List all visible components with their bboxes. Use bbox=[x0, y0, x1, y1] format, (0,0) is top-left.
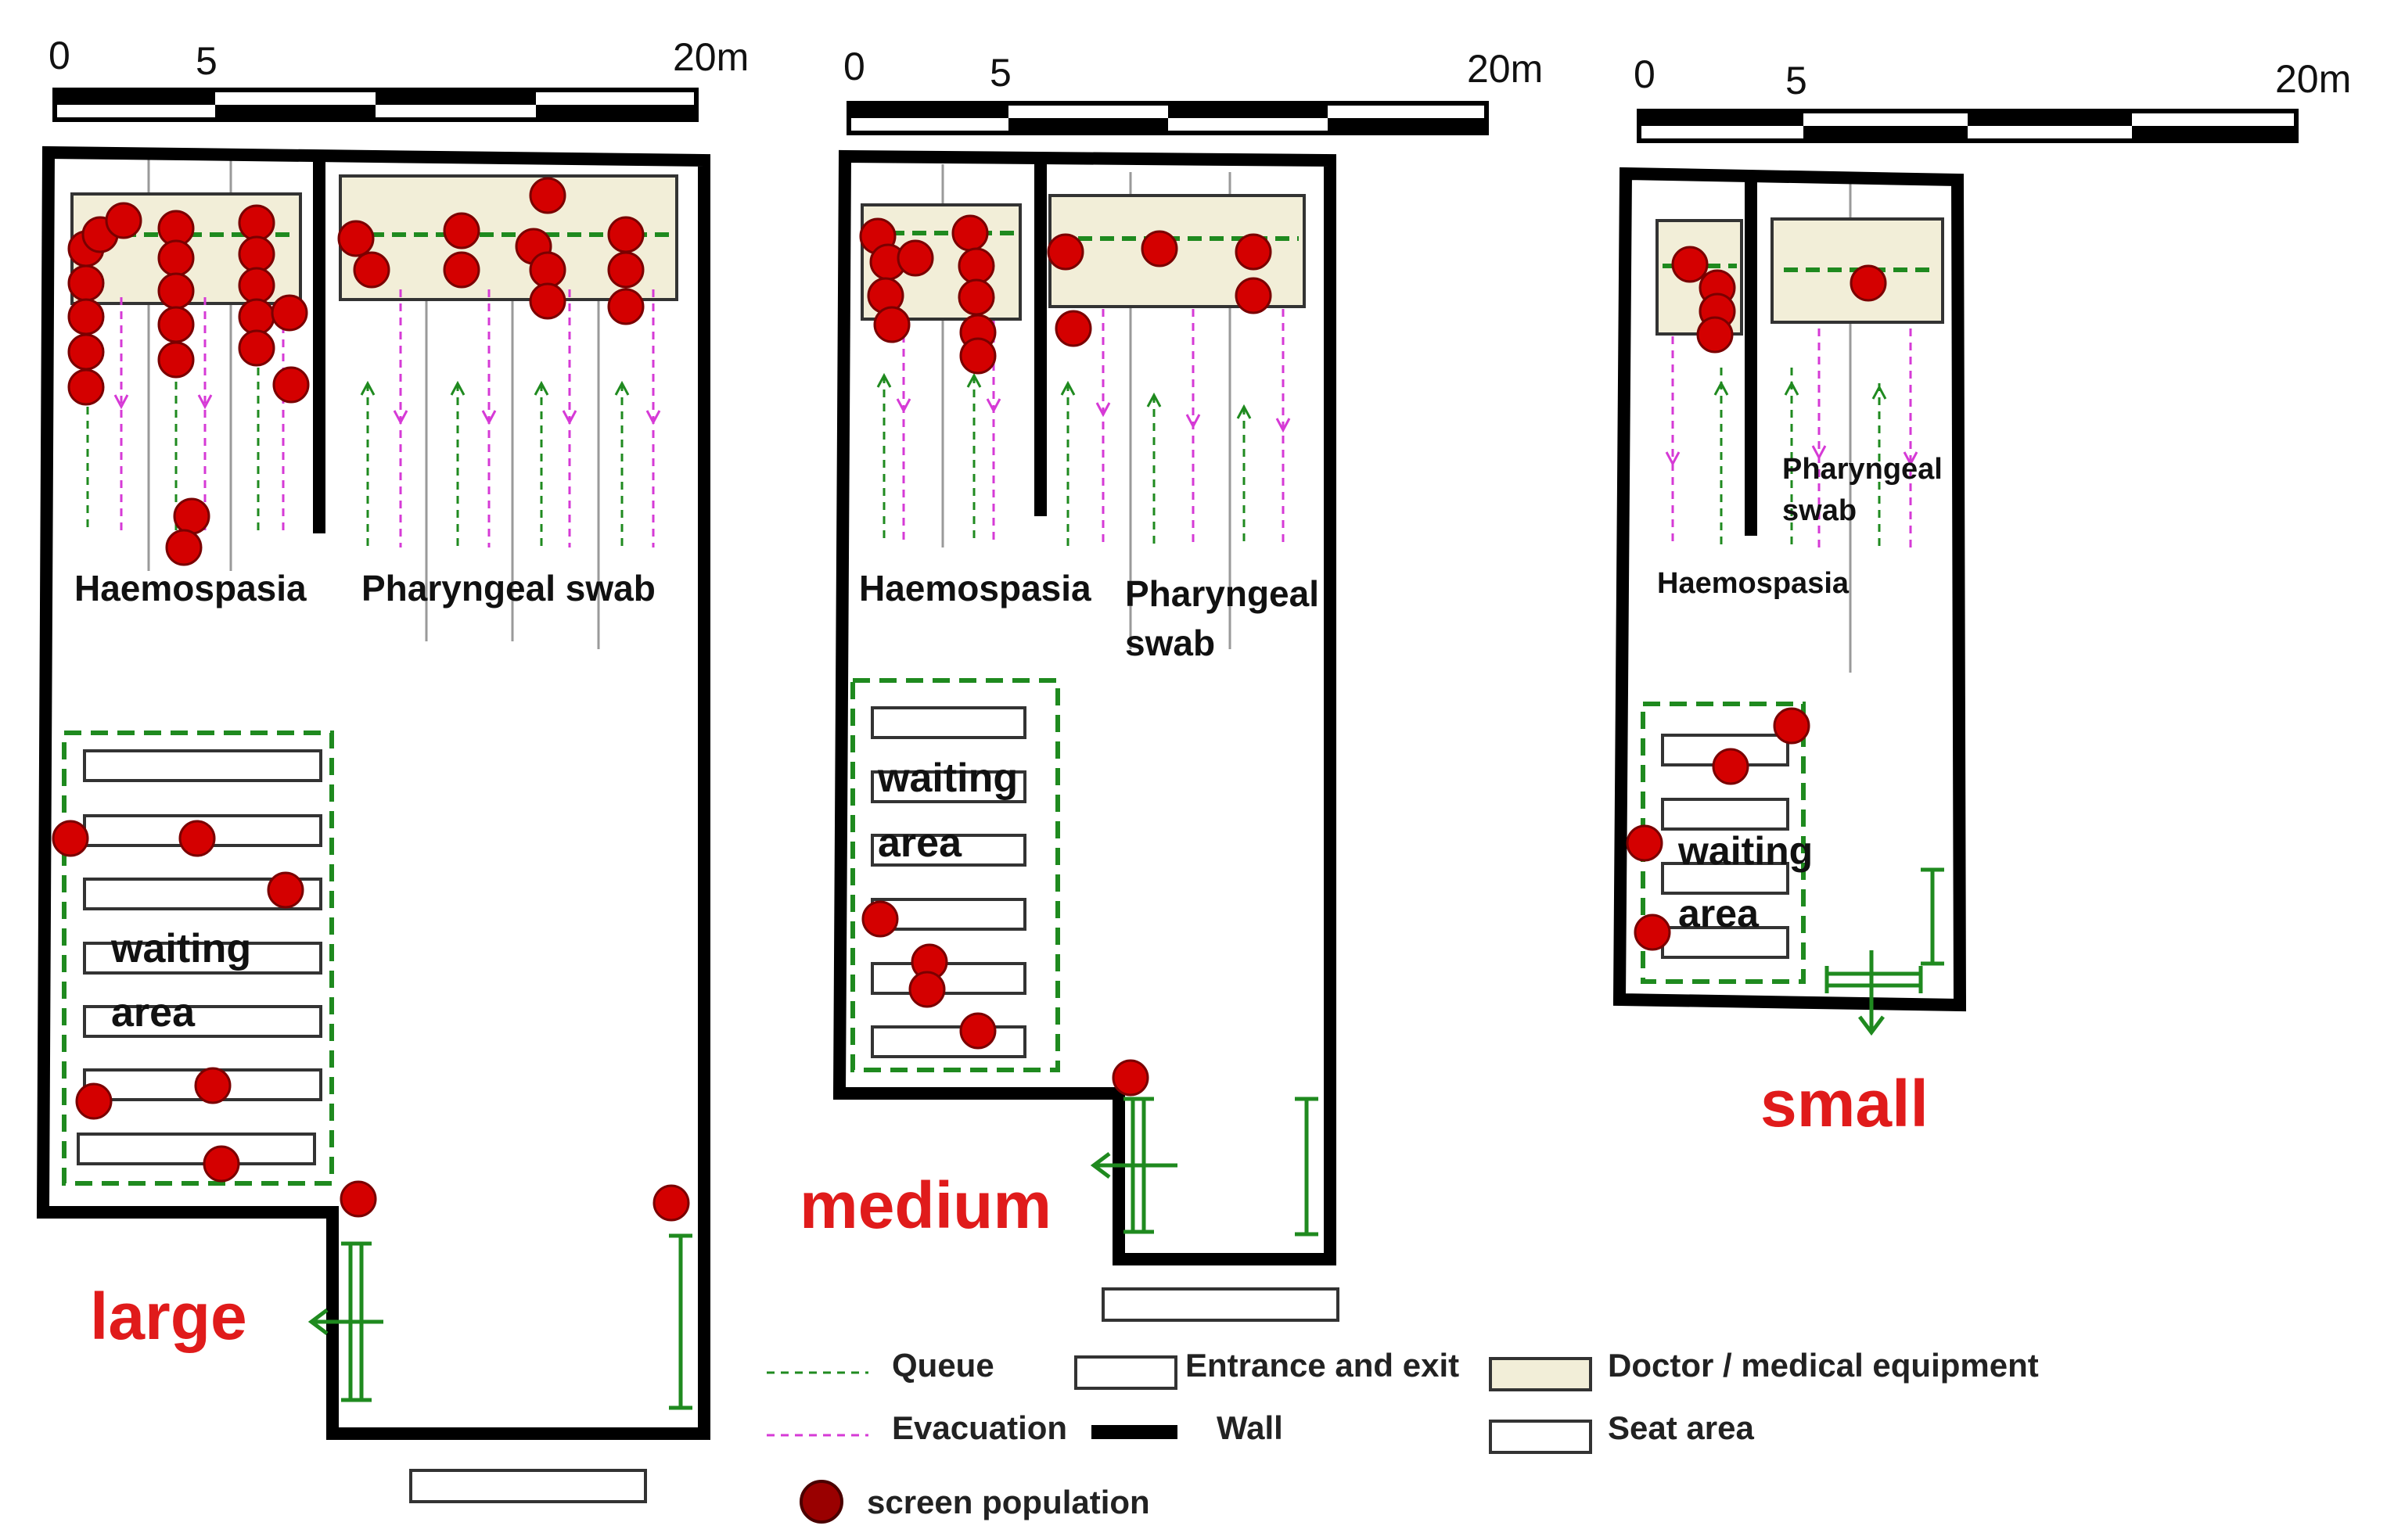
layout-large: waiting area Haemospasia Pharyngeal swab… bbox=[36, 145, 710, 1503]
exit-marker-left bbox=[1090, 1097, 1177, 1234]
size-label-large: large bbox=[90, 1280, 247, 1353]
legend-label: Entrance and exit bbox=[1185, 1347, 1459, 1384]
scale-bar-start-label: 0 bbox=[843, 45, 865, 88]
legend-item-wall: Wall bbox=[1091, 1409, 1283, 1446]
scale-bar-mid-label: 5 bbox=[990, 51, 1012, 95]
people-large bbox=[52, 177, 690, 1222]
room-label-pharyngeal-swab: Pharyngeal swab bbox=[361, 568, 656, 608]
evacuation-lines bbox=[902, 309, 1285, 547]
waiting-area-label: area bbox=[1678, 892, 1760, 935]
legend-label: Wall bbox=[1217, 1409, 1283, 1446]
room-label-pharyngeal-swab: swab bbox=[1125, 623, 1215, 663]
legend-label: Doctor / medical equipment bbox=[1608, 1347, 2039, 1384]
exit-marker-right bbox=[1921, 867, 1944, 966]
seat-rows bbox=[871, 706, 1026, 1058]
legend-label: Evacuation bbox=[892, 1409, 1067, 1446]
evacuation-arrows bbox=[1665, 445, 1918, 467]
evacuation-lines bbox=[1671, 328, 1912, 547]
exit-marker-bottom bbox=[1824, 950, 1923, 1036]
scale-bar-medium: 0 5 20m bbox=[843, 45, 1543, 135]
waiting-area-label: waiting bbox=[877, 756, 1018, 801]
waiting-area-boundary bbox=[1641, 702, 1806, 984]
scale-bar-end-label: 20m bbox=[673, 35, 749, 79]
waiting-area-boundary bbox=[62, 731, 334, 1186]
scale-bar-end-label: 20m bbox=[1467, 47, 1543, 91]
queue-arrows bbox=[360, 380, 630, 396]
queue-arrows bbox=[1713, 380, 1887, 400]
entrance-exit-box bbox=[409, 1469, 647, 1503]
queue-lines bbox=[1720, 368, 1881, 547]
wall-outline bbox=[1612, 167, 1967, 1012]
scale-bar-start-label: 0 bbox=[49, 34, 70, 77]
waiting-area-boundary bbox=[850, 678, 1060, 1072]
person-icon bbox=[800, 1480, 843, 1524]
scale-bar-start-label: 0 bbox=[1634, 52, 1655, 96]
layout-small: waiting area Haemospasia Pharyngeal swab… bbox=[1612, 167, 1967, 1140]
room-label-haemospasia: Haemospasia bbox=[74, 568, 307, 608]
size-label-medium: medium bbox=[800, 1168, 1052, 1242]
legend-item-population: screen population bbox=[800, 1480, 1150, 1524]
room-label-pharyngeal-swab: swab bbox=[1782, 494, 1857, 527]
people-small bbox=[1626, 246, 1887, 951]
layout-medium: waiting area Haemospasia Pharyngeal swab… bbox=[800, 149, 1339, 1322]
scale-bar-large: 0 5 20m bbox=[49, 34, 749, 122]
scale-bar-end-label: 20m bbox=[2275, 57, 2351, 101]
legend-label: Queue bbox=[892, 1347, 994, 1384]
queue-lines bbox=[86, 368, 624, 547]
wall-outline bbox=[832, 149, 1336, 1265]
scale-bar-mid-label: 5 bbox=[196, 39, 217, 83]
size-label-small: small bbox=[1760, 1067, 1929, 1140]
evacuation-arrows bbox=[113, 394, 661, 425]
people-medium bbox=[859, 214, 1272, 1097]
exit-marker-right bbox=[669, 1233, 692, 1410]
legend-label: Seat area bbox=[1608, 1409, 1754, 1446]
room-label-pharyngeal-swab: Pharyngeal bbox=[1125, 573, 1319, 614]
entrance-exit-box bbox=[1102, 1287, 1339, 1322]
waiting-area-label: waiting bbox=[1677, 829, 1813, 873]
evacuation-arrows bbox=[896, 398, 1291, 433]
legend-item-evacuation: Evacuation bbox=[767, 1409, 1067, 1446]
waiting-area-label: area bbox=[878, 820, 962, 866]
legend-item-seat: Seat area bbox=[1489, 1409, 1754, 1454]
legend: Queue Evacuation Entrance and exit Wall … bbox=[767, 1347, 2039, 1524]
exit-marker-left bbox=[307, 1241, 383, 1402]
scale-bar-small: 0 5 20m bbox=[1634, 52, 2351, 143]
room-label-haemospasia: Haemospasia bbox=[1657, 567, 1850, 600]
queue-arrows bbox=[876, 372, 1252, 419]
queue-lines bbox=[883, 375, 1246, 547]
legend-item-queue: Queue bbox=[767, 1347, 994, 1384]
room-label-pharyngeal-swab: Pharyngeal bbox=[1782, 453, 1943, 486]
room-label-haemospasia: Haemospasia bbox=[859, 568, 1091, 608]
waiting-area-label: area bbox=[111, 990, 196, 1036]
scale-bar-mid-label: 5 bbox=[1785, 59, 1807, 102]
waiting-area-label: waiting bbox=[110, 926, 251, 971]
exit-marker-right bbox=[1295, 1097, 1318, 1237]
legend-item-entrance: Entrance and exit bbox=[1074, 1347, 1459, 1390]
legend-item-doctor: Doctor / medical equipment bbox=[1489, 1347, 2039, 1391]
legend-label: screen population bbox=[867, 1484, 1150, 1520]
wall-outline bbox=[36, 145, 710, 1440]
evacuation-lines bbox=[120, 289, 655, 547]
